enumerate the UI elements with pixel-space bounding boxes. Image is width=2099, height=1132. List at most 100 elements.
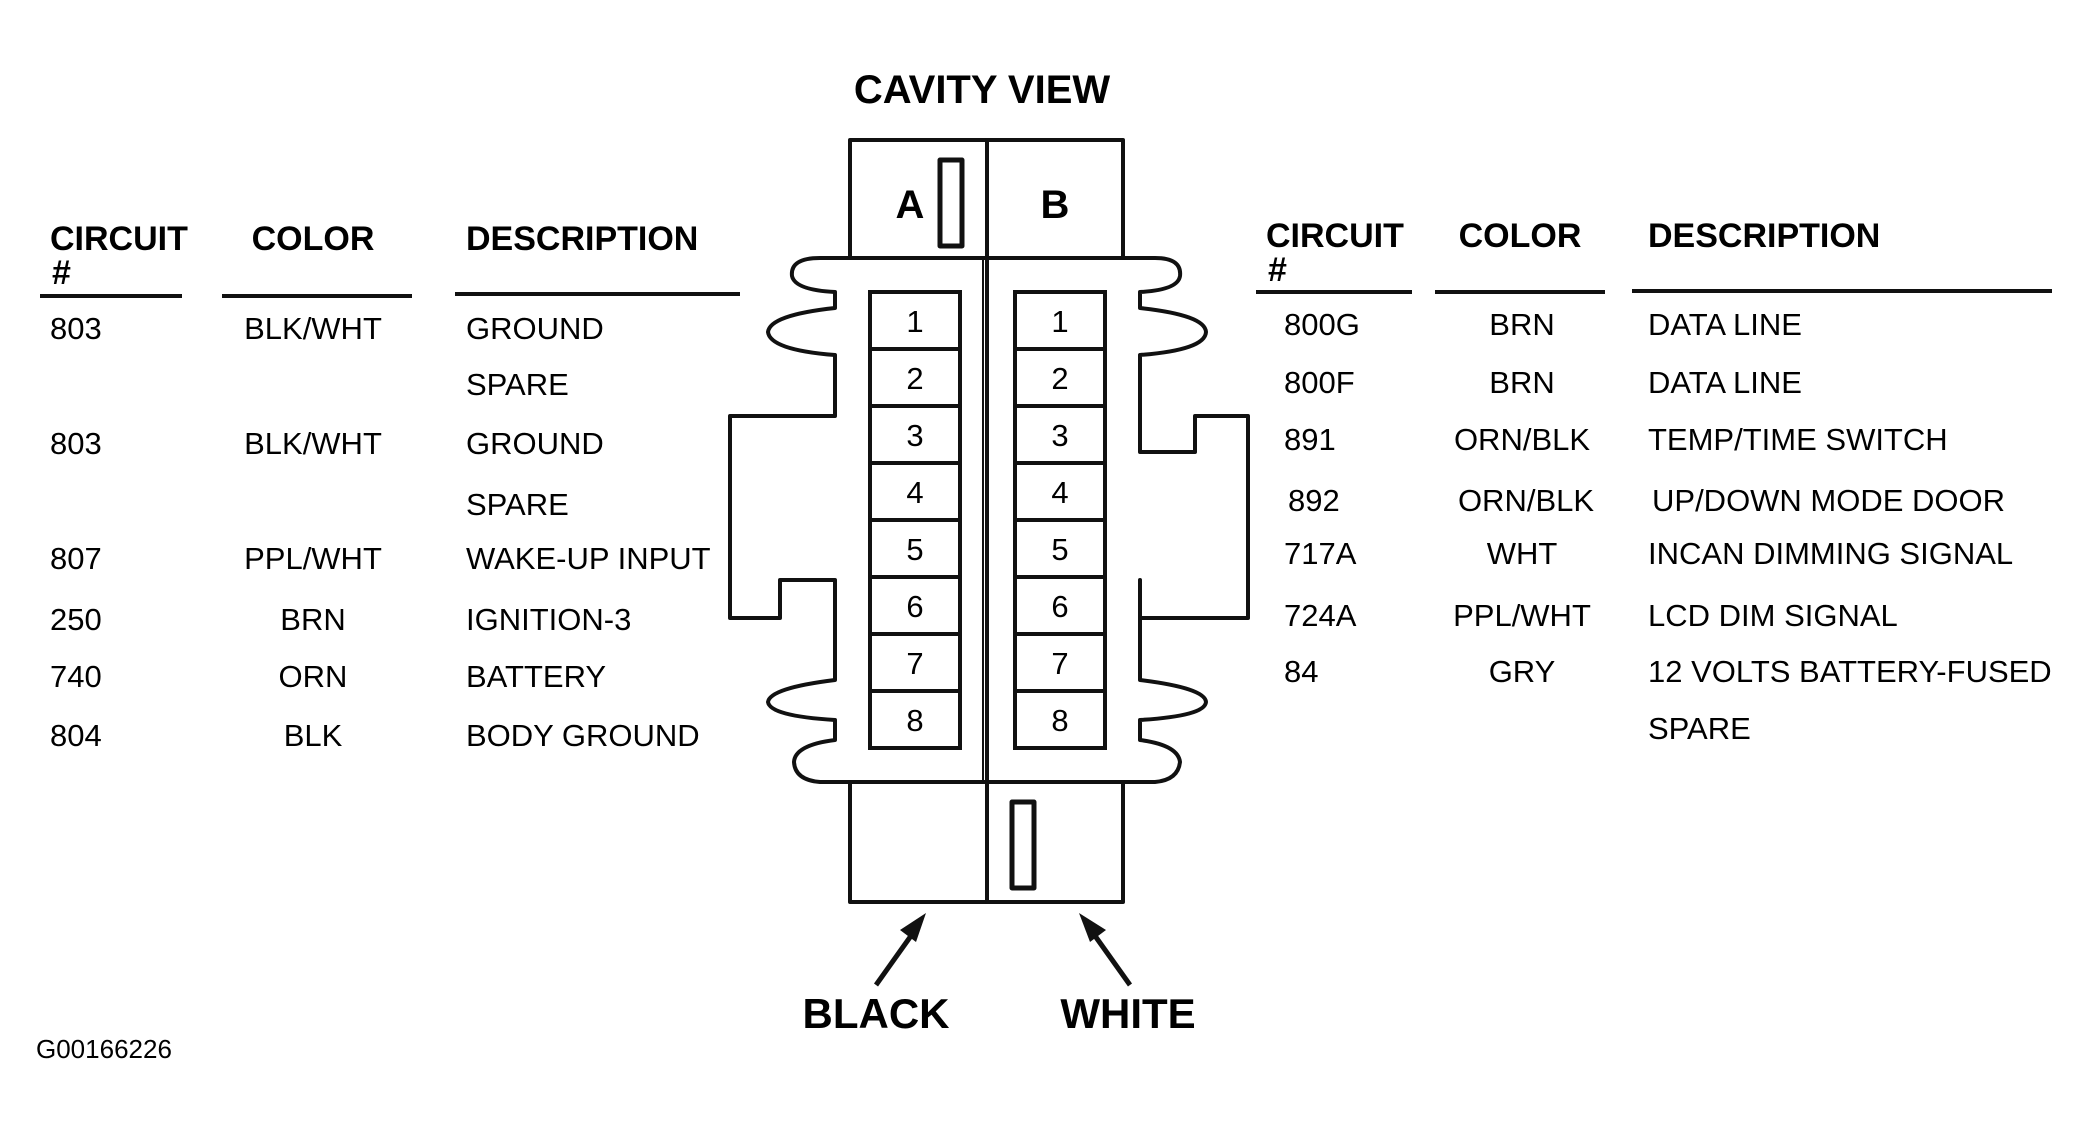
arrow-white-head [1079,913,1106,942]
left-row-circuit: 803 [50,426,102,461]
connector-key-slot-top [937,157,965,249]
diagram-title: CAVITY VIEW [854,68,1111,112]
right-row-color: BRN [1489,307,1554,342]
pin-number: 1 [1051,304,1068,339]
left-header-description: DESCRIPTION [466,220,698,258]
pin-number: 5 [1051,532,1068,567]
left-row-description: WAKE-UP INPUT [466,541,711,576]
left-row-circuit: 807 [50,541,102,576]
right-row-description: DATA LINE [1648,307,1802,342]
pin-number: 3 [906,418,923,453]
table-row: 717A WHT INCAN DIMMING SIGNAL [1284,536,2013,571]
table-row: 892 ORN/BLK UP/DOWN MODE DOOR [1288,483,2005,518]
right-header-circuit: CIRCUIT [1266,217,1404,255]
connector-bottom-tab-b [985,780,1125,904]
table-row: 807 PPL/WHT WAKE-UP INPUT [50,541,711,576]
left-row-description: SPARE [466,367,569,402]
table-row: 891 ORN/BLK TEMP/TIME SWITCH [1284,422,1948,457]
right-row-description: UP/DOWN MODE DOOR [1652,483,2005,518]
right-table-header: CIRCUIT # COLOR DESCRIPTION [1256,217,2052,294]
left-table-header: CIRCUIT # COLOR DESCRIPTION [40,220,740,298]
left-row-description: SPARE [466,487,569,522]
table-row: 84 GRY 12 VOLTS BATTERY-FUSED [1284,654,2052,689]
table-row: SPARE [466,487,569,522]
left-row-color: BLK [284,718,343,753]
right-header-description: DESCRIPTION [1648,217,1880,255]
left-row-color: BRN [280,602,345,637]
pin-numbers-b: 1 2 3 4 5 6 7 8 [1051,304,1068,738]
right-row-circuit: 84 [1284,654,1318,689]
left-row-circuit: 803 [50,311,102,346]
pin-number: 2 [906,361,923,396]
label-black: BLACK [803,990,950,1037]
left-row-color: BLK/WHT [244,426,382,461]
table-row: 803 BLK/WHT GROUND [50,311,604,346]
left-row-color: PPL/WHT [244,541,382,576]
right-row-color: BRN [1489,365,1554,400]
pin-number: 8 [906,703,923,738]
left-row-description: BODY GROUND [466,718,700,753]
pin-column-a [868,290,962,750]
connector-body-right [989,256,1250,784]
right-row-description: DATA LINE [1648,365,1802,400]
left-header-circuit: CIRCUIT [50,220,188,258]
right-row-circuit: 891 [1284,422,1336,457]
pin-cell-b [1013,689,1107,750]
right-row-color: ORN/BLK [1458,483,1594,518]
left-row-description: IGNITION-3 [466,602,631,637]
right-row-description: LCD DIM SIGNAL [1648,598,1898,633]
right-header-circuit-hash: # [1268,251,1287,289]
pin-number: 2 [1051,361,1068,396]
pin-number: 7 [1051,646,1068,681]
left-row-circuit: 250 [50,602,102,637]
right-row-color: PPL/WHT [1453,598,1591,633]
pin-number: 3 [1051,418,1068,453]
connector [728,138,1250,904]
pin-number: 6 [906,589,923,624]
pin-numbers-a: 1 2 3 4 5 6 7 8 [906,304,923,738]
table-row: SPARE [466,367,569,402]
right-row-circuit: 724A [1284,598,1357,633]
pin-number: 6 [1051,589,1068,624]
table-row: 724A PPL/WHT LCD DIM SIGNAL [1284,598,1898,633]
right-table-rows: 800G BRN DATA LINE 800F BRN DATA LINE 89… [1284,307,2052,746]
arrow-black-head [900,913,926,942]
left-header-color: COLOR [252,220,375,258]
left-table-rows: 803 BLK/WHT GROUND SPARE 803 BLK/WHT GRO… [50,311,711,753]
left-row-description: GROUND [466,426,604,461]
left-row-description: GROUND [466,311,604,346]
right-row-circuit: 800F [1284,365,1355,400]
right-row-circuit: 800G [1284,307,1360,342]
connector-bottom-tab-a [848,780,989,904]
left-row-circuit: 740 [50,659,102,694]
left-row-color: BLK/WHT [244,311,382,346]
table-row: 740 ORN BATTERY [50,659,606,694]
arrow-white [1079,913,1133,987]
right-row-color: ORN/BLK [1454,422,1590,457]
label-white: WHITE [1060,990,1195,1037]
connector-half-b-label: B [1041,183,1070,227]
left-row-color: ORN [279,659,348,694]
connector-body-left [728,256,985,784]
pin-number: 4 [906,475,923,510]
right-row-color: WHT [1487,536,1558,571]
pin-number: 1 [906,304,923,339]
left-row-description: BATTERY [466,659,606,694]
right-row-color: GRY [1489,654,1556,689]
right-row-description: INCAN DIMMING SIGNAL [1648,536,2013,571]
left-row-circuit: 804 [50,718,102,753]
arrow-black [873,913,926,987]
pin-number: 5 [906,532,923,567]
table-row: 800G BRN DATA LINE [1284,307,1802,342]
pin-cell-a [868,689,962,750]
table-row: 804 BLK BODY GROUND [50,718,700,753]
right-row-circuit: 892 [1288,483,1340,518]
connector-half-a-label: A [896,183,925,227]
right-header-color: COLOR [1459,217,1582,255]
right-row-description: 12 VOLTS BATTERY-FUSED [1648,654,2052,689]
table-row: 800F BRN DATA LINE [1284,365,1802,400]
table-row: 803 BLK/WHT GROUND [50,426,604,461]
connector-key-slot-bottom [1009,799,1037,891]
pin-number: 7 [906,646,923,681]
table-row: 250 BRN IGNITION-3 [50,602,631,637]
